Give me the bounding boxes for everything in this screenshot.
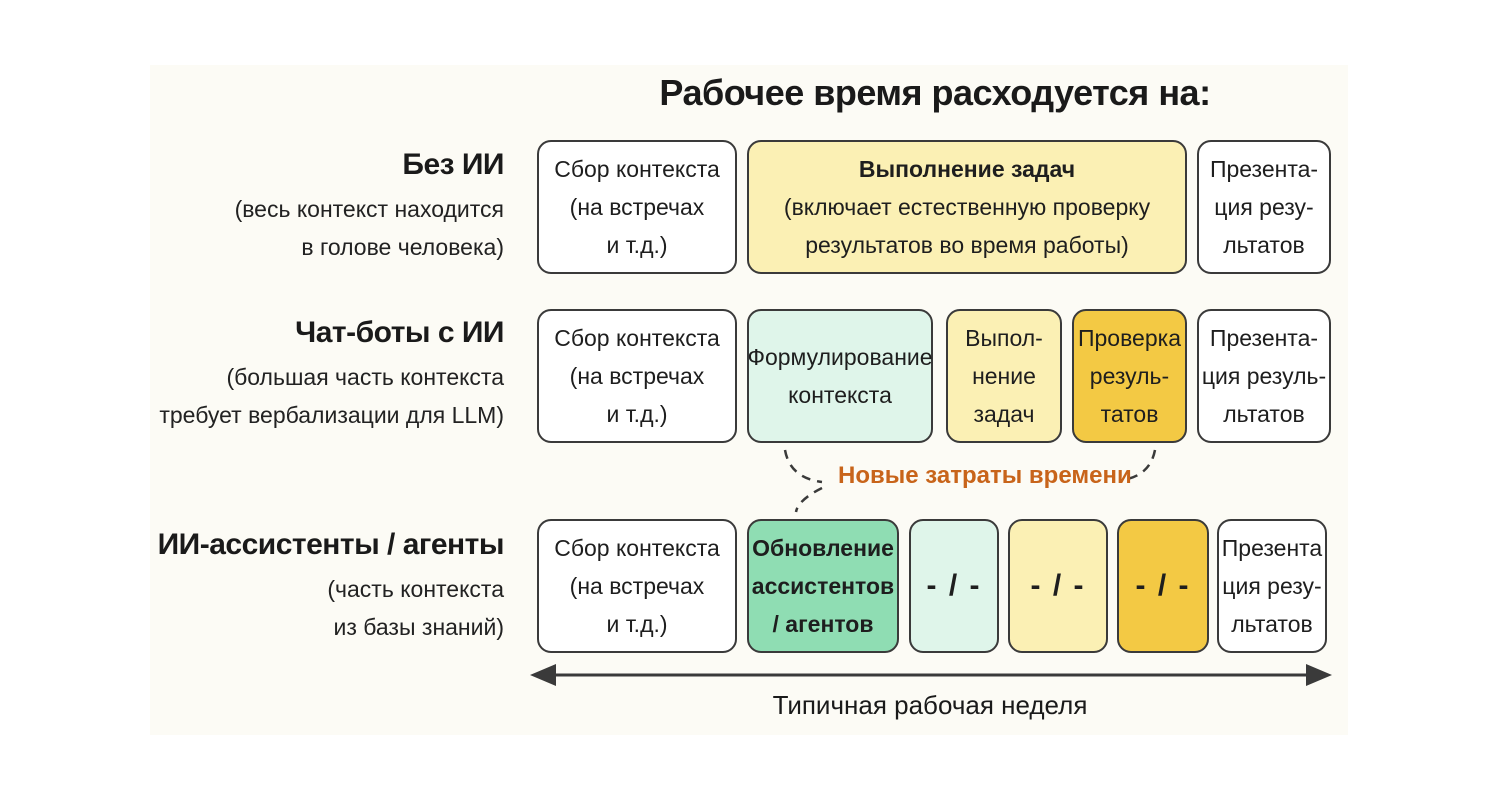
row-title: ИИ-ассистенты / агенты: [157, 528, 505, 561]
box-same-execution: - / -: [1008, 519, 1108, 653]
diagram-title: Рабочее время расходуется на:: [659, 72, 1211, 113]
dashed-connector-left: [783, 449, 823, 484]
box-agent-update: Обновление ассистентов / агентов: [747, 519, 899, 653]
new-time-costs-annotation: Новые затраты времени: [838, 462, 1132, 489]
box-task-execution: Выполнение задач (включает естественную …: [747, 140, 1187, 274]
row-subtitle: (часть контекста из базы знаний): [327, 576, 504, 640]
box-presentation: Презента ция резу- льтатов: [1217, 519, 1327, 653]
row-label-assistants: ИИ-ассистенты / агенты (часть контекста …: [157, 528, 505, 646]
timeline-arrow-left: [530, 664, 556, 686]
box-presentation: Презента- ция резу- льтатов: [1197, 140, 1331, 274]
row-subtitle: (весь контекст находится в голове челове…: [234, 196, 504, 260]
box-task-execution: Выпол- нение задач: [946, 309, 1062, 443]
dashed-connector-down: [794, 486, 823, 513]
box-result-check: Проверка резуль- татов: [1072, 309, 1187, 443]
timeline-label: Типичная рабочая неделя: [772, 690, 1088, 720]
box-task-execution-title: Выполнение задач: [858, 156, 1076, 182]
box-context-gathering: Сбор контекста (на встречах и т.д.): [537, 309, 737, 443]
row-label-no-ai: Без ИИ (весь контекст находится в голове…: [234, 148, 505, 266]
dashed-connector-right: [1121, 449, 1157, 482]
row-label-chatbots: Чат-боты с ИИ (большая часть контекста т…: [159, 316, 504, 434]
box-task-execution-text: (включает естественную проверку результа…: [783, 194, 1151, 258]
box-context-formulation: Формулирование контекста: [747, 309, 933, 443]
timeline-arrow-right: [1306, 664, 1332, 686]
row-title: Без ИИ: [402, 148, 504, 181]
box-same-check: - / -: [1117, 519, 1209, 653]
box-presentation: Презента- ция резуль- льтатов: [1197, 309, 1331, 443]
box-context-gathering: Сбор контекста (на встречах и т.д.): [537, 140, 737, 274]
box-context-gathering: Сбор контекста (на встречах и т.д.): [537, 519, 737, 653]
row-subtitle: (большая часть контекста требует вербали…: [159, 364, 504, 428]
box-same-formulation: - / -: [909, 519, 999, 653]
row-title: Чат-боты с ИИ: [295, 316, 504, 349]
